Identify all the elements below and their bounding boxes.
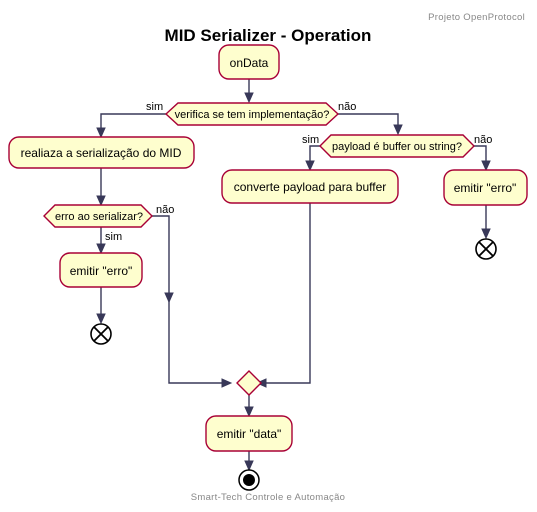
node-emit-data: emitir "data" bbox=[205, 415, 293, 452]
node-serialize-label: realiaza a serialização do MID bbox=[21, 146, 182, 160]
decision-implementation-label: verifica se tem implementação? bbox=[175, 109, 330, 121]
decision-payload-type-label: payload é buffer ou string? bbox=[332, 141, 462, 153]
arrowhead bbox=[96, 313, 106, 325]
edge-convert-to-merge bbox=[262, 203, 311, 384]
arrowhead bbox=[305, 160, 315, 172]
node-convert-buffer: converte payload para buffer bbox=[221, 169, 399, 204]
edge-payload-yes bbox=[309, 145, 320, 165]
decision-implementation: verifica se tem implementação? bbox=[164, 102, 340, 126]
node-ondata: onData bbox=[218, 44, 280, 80]
node-emit-error-serialize-label: emitir "erro" bbox=[70, 264, 133, 278]
footer-text: Smart-Tech Controle e Automação bbox=[191, 492, 346, 503]
decision-serialize-error-label: erro ao serializar? bbox=[55, 211, 143, 223]
edge-label-serialize-error-no: não bbox=[156, 204, 174, 216]
edge-label-impl-yes: sim bbox=[146, 101, 163, 113]
node-ondata-label: onData bbox=[230, 56, 269, 70]
arrowhead bbox=[96, 243, 106, 255]
bullseye-icon bbox=[238, 469, 260, 491]
decision-payload-type: payload é buffer ou string? bbox=[319, 134, 475, 158]
diagram-title: MID Serializer - Operation bbox=[165, 26, 372, 45]
node-serialize: realiaza a serialização do MID bbox=[8, 136, 195, 169]
arrowhead bbox=[481, 228, 491, 240]
arrowhead bbox=[244, 460, 254, 472]
arrowhead bbox=[481, 160, 491, 172]
circle-x-icon bbox=[90, 323, 112, 345]
node-convert-buffer-label: converte payload para buffer bbox=[234, 180, 387, 194]
arrowhead bbox=[221, 378, 233, 388]
arrowhead bbox=[96, 195, 106, 207]
circle-x-icon bbox=[475, 238, 497, 260]
node-emit-error-payload: emitir "erro" bbox=[443, 169, 528, 206]
node-emit-error-serialize: emitir "erro" bbox=[59, 252, 143, 288]
decision-serialize-error: erro ao serializar? bbox=[43, 204, 153, 228]
edge-label-payload-yes: sim bbox=[302, 134, 319, 146]
merge-diamond bbox=[236, 370, 262, 396]
arrowhead bbox=[393, 124, 403, 136]
node-emit-error-payload-label: emitir "erro" bbox=[454, 181, 517, 195]
edge-serialize-error-no bbox=[152, 215, 226, 384]
header-text: Projeto OpenProtocol bbox=[428, 12, 525, 23]
edge-impl-no bbox=[338, 113, 399, 129]
edge-payload-no bbox=[474, 145, 487, 165]
arrowhead bbox=[244, 406, 254, 418]
arrowhead bbox=[244, 92, 254, 104]
node-emit-data-label: emitir "data" bbox=[217, 427, 282, 441]
edge-impl-yes bbox=[100, 113, 166, 132]
arrowhead bbox=[164, 292, 174, 304]
arrowhead bbox=[96, 127, 106, 139]
edge-label-serialize-error-yes: sim bbox=[105, 231, 122, 243]
edge-label-impl-no: não bbox=[338, 101, 356, 113]
edge-label-payload-no: não bbox=[474, 134, 492, 146]
